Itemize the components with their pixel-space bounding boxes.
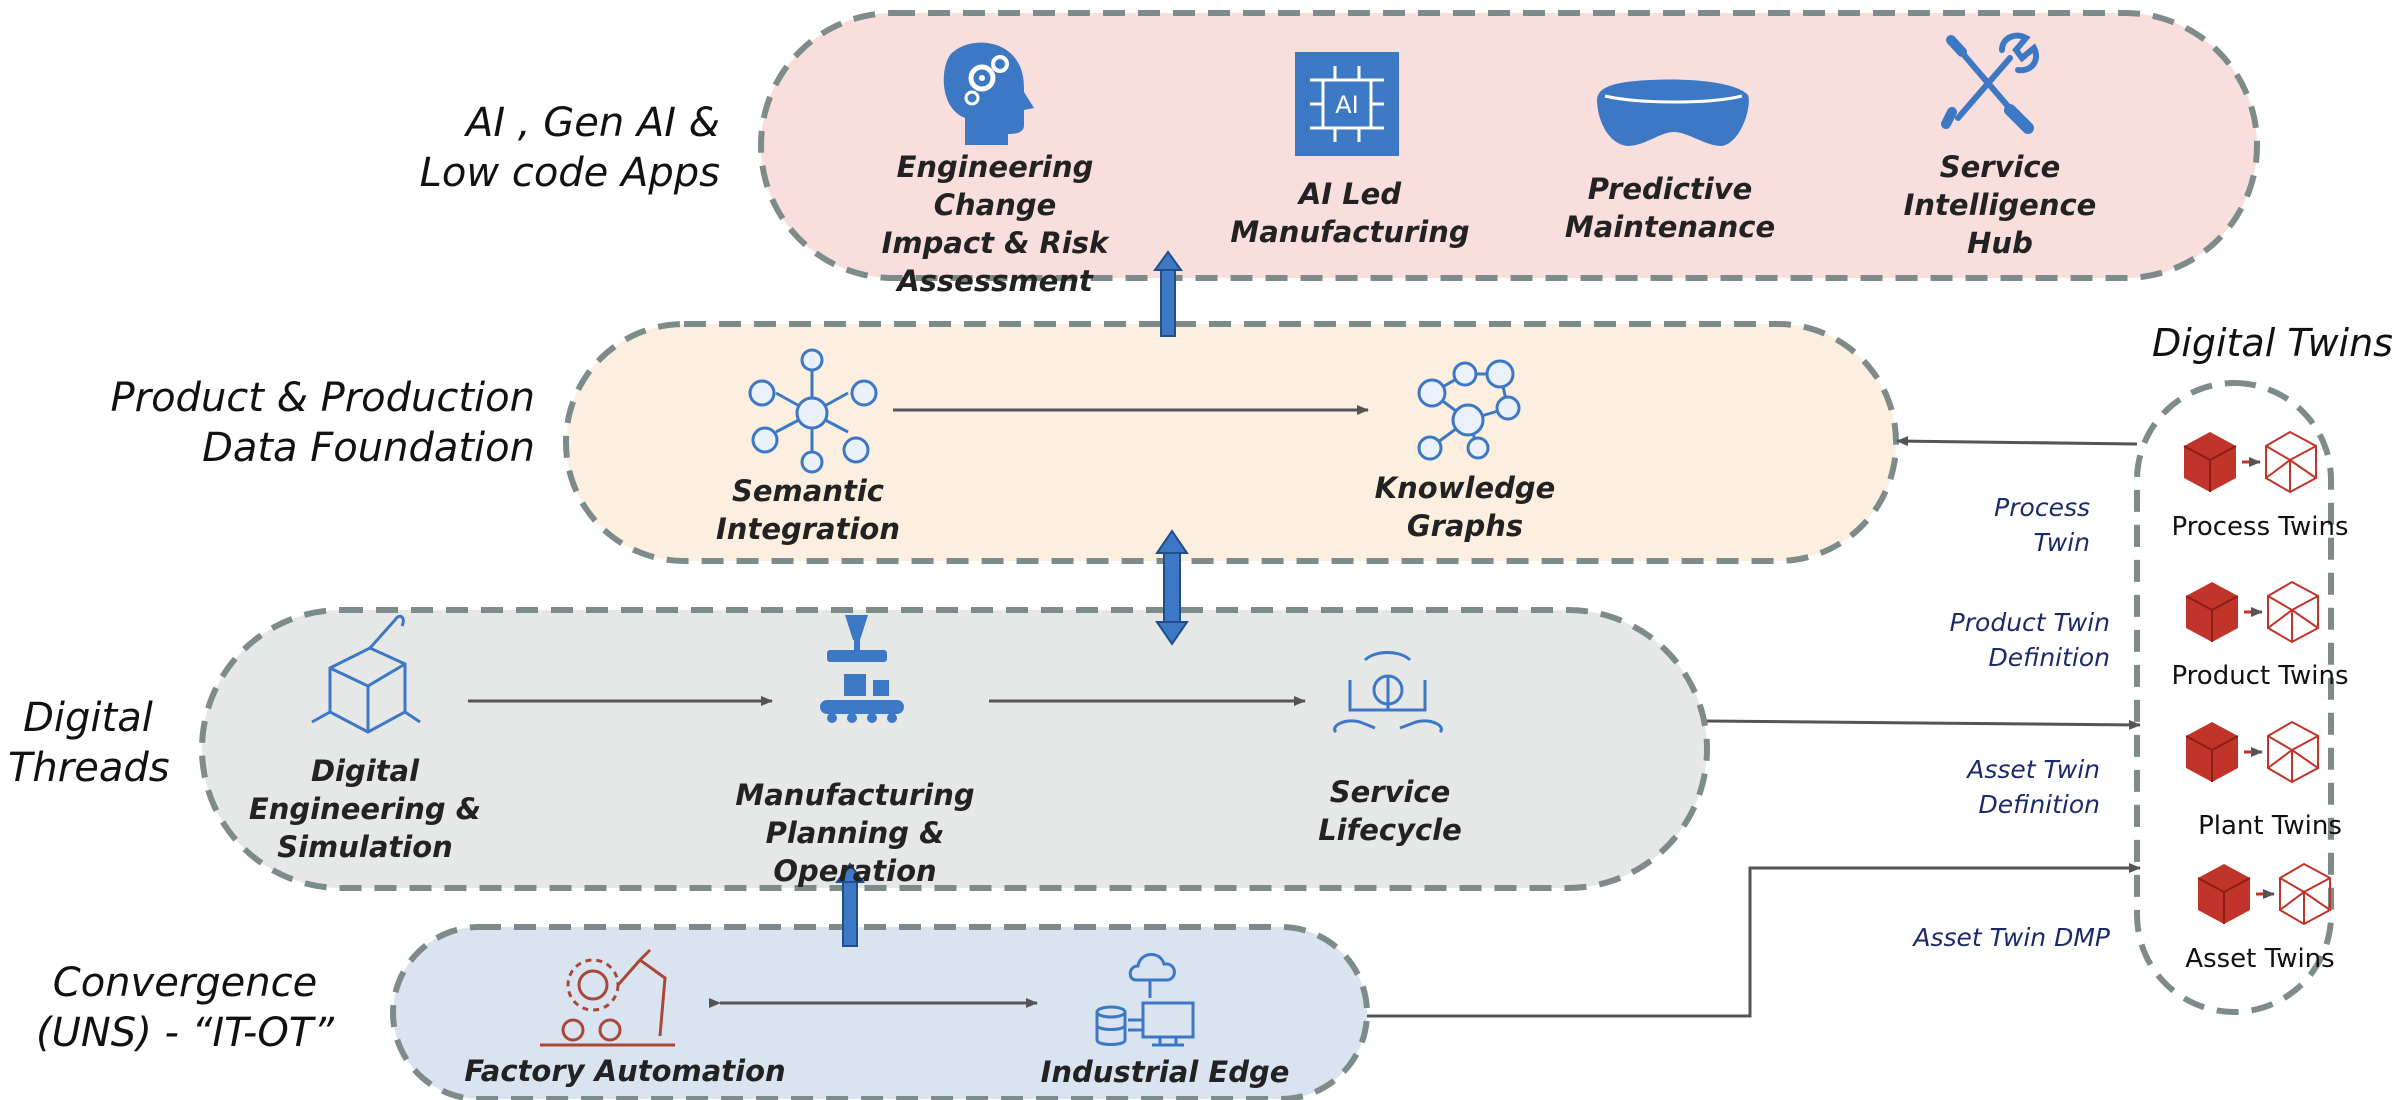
- twins-to-data-arrow: [1896, 436, 2138, 447]
- thread-label: Digital Engineering & Simulation: [248, 754, 482, 864]
- twin-label: Asset Twins: [2185, 944, 2335, 974]
- data-to-ai-connector: [1153, 250, 1183, 337]
- lane-label-threads: Digital Threads: [8, 695, 170, 791]
- network-hub-icon: [748, 348, 878, 474]
- digital-twins-title: Digital Twins: [2152, 321, 2393, 365]
- lane-label-ai: AI , Gen AI & Low code Apps: [419, 100, 720, 196]
- twin-icon-product: [2185, 580, 2319, 644]
- annotation-product-twin: Product Twin Definition: [1949, 608, 2110, 672]
- twin-label: Plant Twins: [2198, 811, 2342, 841]
- ai-app-label: Predictive Maintenance: [1564, 172, 1776, 244]
- digital-twins-panel: [2134, 380, 2334, 1015]
- annotation-asset-dmp: Asset Twin DMP: [1913, 923, 2110, 952]
- 3d-design-icon: [311, 614, 421, 734]
- annotation-asset-twin: Asset Twin Definition: [1967, 755, 2100, 819]
- threads-data-connector: [1155, 529, 1189, 646]
- thread-label: Manufacturing Planning & Operation: [735, 778, 975, 888]
- lane-label-data: Product & Production Data Foundation: [110, 375, 535, 471]
- twin-label: Product Twins: [2171, 661, 2349, 691]
- vr-headset-icon: [1597, 79, 1749, 146]
- annotation-process-twin: Process Twin: [1994, 493, 2090, 557]
- convergence-label: Factory Automation: [464, 1054, 786, 1088]
- data-foundation-label: Knowledge Graphs: [1374, 471, 1556, 543]
- threads-to-twins-arrow: [1706, 719, 2141, 730]
- twin-icon-process: [2183, 430, 2317, 494]
- edge-server-icon: [1095, 953, 1195, 1047]
- threads-panel: [199, 607, 1710, 891]
- service-lifecycle-icon: [1333, 651, 1443, 734]
- convergence-panel: [390, 924, 1370, 1100]
- conveyor-robot-icon: [820, 615, 904, 723]
- thread-label: Service Lifecycle: [1318, 775, 1462, 847]
- ai-panel: [758, 10, 2260, 281]
- ai-app-label: Engineering Change Impact & Risk Assessm…: [881, 150, 1109, 298]
- data-panel: [563, 321, 1899, 564]
- twin-icon-plant: [2185, 720, 2319, 784]
- convergence-label: Industrial Edge: [1040, 1055, 1290, 1089]
- twin-label: Process Twins: [2171, 512, 2349, 542]
- ai-app-label: AI Led Manufacturing: [1230, 177, 1470, 249]
- robot-arm-icon: [540, 948, 675, 1047]
- gear-head-icon: [943, 42, 1034, 145]
- data-foundation-label: Semantic Integration: [716, 474, 900, 546]
- twin-icon-asset: [2197, 862, 2331, 926]
- convergence-to-threads-connector: [835, 862, 865, 947]
- ai-chip-icon: AI: [1295, 52, 1399, 156]
- ai-app-label: Service Intelligence Hub: [1903, 150, 2097, 260]
- tools-icon: [1941, 32, 2039, 134]
- svg-text:AI: AI: [1335, 91, 1359, 119]
- knowledge-graph-icon: [1417, 359, 1521, 461]
- edge-to-twins-arrow: [1367, 863, 2141, 1018]
- lane-label-convergence: Convergence (UNS) - “IT-OT”: [36, 960, 334, 1056]
